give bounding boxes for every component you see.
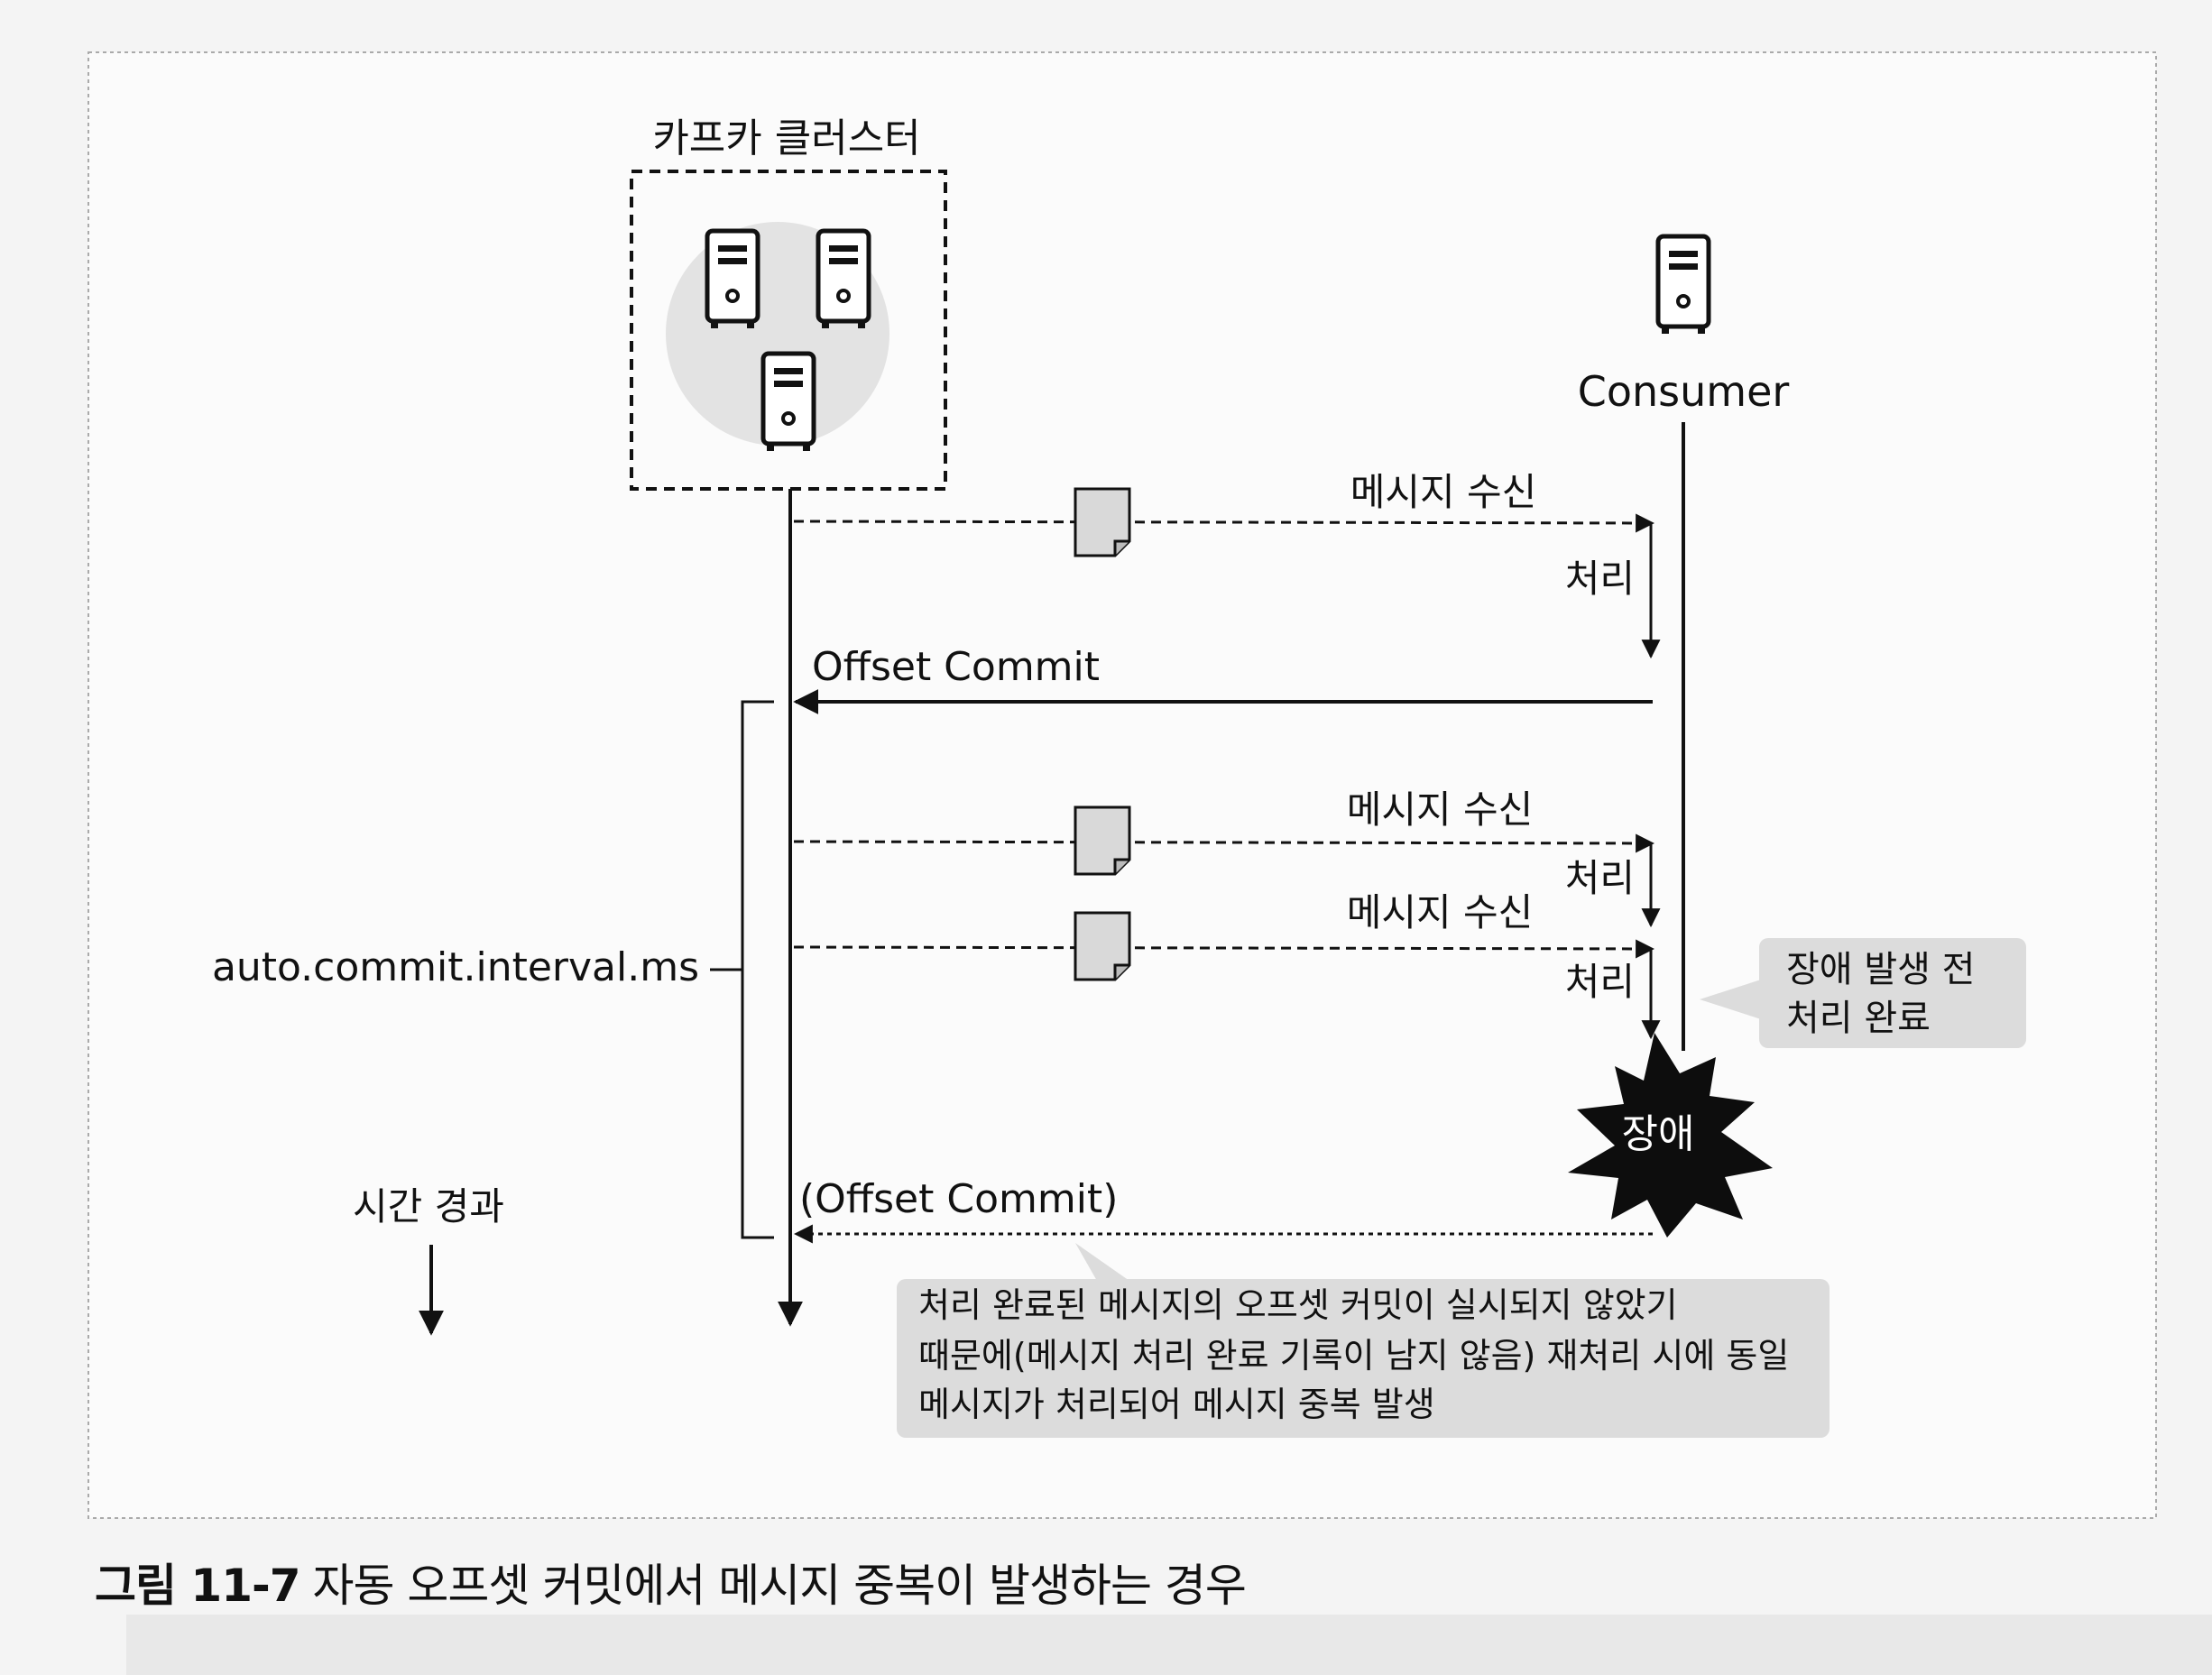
process-label: 처리 bbox=[1565, 856, 1635, 900]
figure-number: 그림 11-7 bbox=[95, 1560, 301, 1612]
offset-commit-label: Offset Commit bbox=[812, 644, 1100, 690]
cluster-box bbox=[630, 170, 947, 491]
process-label: 처리 bbox=[1565, 960, 1635, 1004]
figure-caption-text: 자동 오프셋 커밋에서 메시지 중복이 발생하는 경우 bbox=[312, 1560, 1247, 1612]
message-arrow bbox=[793, 513, 1655, 533]
svg-text:때문에(메시지 처리 완료 기록이 남지 않음) 재처리 시: 때문에(메시지 처리 완료 기록이 남지 않음) 재처리 시에 동일 bbox=[918, 1336, 1789, 1376]
message-label: 메시지 수신 bbox=[1347, 787, 1534, 832]
message-label: 메시지 수신 bbox=[1350, 470, 1537, 514]
time-label: 시간 경과 bbox=[353, 1184, 504, 1229]
broker-server-icon bbox=[818, 231, 869, 328]
message-arrow bbox=[793, 939, 1655, 959]
consumer-server-icon bbox=[1658, 236, 1709, 334]
message-document-icon bbox=[1074, 487, 1131, 557]
svg-text:장애 발생 전: 장애 발생 전 bbox=[1786, 949, 1975, 990]
cluster-label: 카프카 클러스터 bbox=[652, 115, 920, 161]
next-page-text-band bbox=[126, 1615, 2212, 1675]
callout-before-failure: 장애 발생 전 처리 완료 bbox=[1700, 938, 2026, 1048]
failure-label: 장애 bbox=[1622, 1111, 1695, 1157]
process-label: 처리 bbox=[1565, 557, 1635, 601]
failed-offset-commit-label: (Offset Commit) bbox=[799, 1176, 1118, 1222]
message-document-icon bbox=[1074, 805, 1131, 876]
message-document-icon bbox=[1074, 911, 1131, 981]
svg-text:처리 완료: 처리 완료 bbox=[1786, 998, 1931, 1039]
svg-text:처리 완료된 메시지의 오프셋 커밋이 실시되지 않았기: 처리 완료된 메시지의 오프셋 커밋이 실시되지 않았기 bbox=[918, 1285, 1678, 1325]
failure-burst-icon bbox=[1568, 1033, 1773, 1238]
message-label: 메시지 수신 bbox=[1347, 890, 1534, 934]
svg-text:메시지가 처리되어 메시지 중복 발생: 메시지가 처리되어 메시지 중복 발생 bbox=[918, 1385, 1435, 1424]
message-arrow bbox=[793, 833, 1655, 853]
broker-server-icon bbox=[707, 231, 758, 328]
consumer-label: Consumer bbox=[1578, 367, 1790, 416]
interval-label: auto.commit.interval.ms bbox=[212, 944, 699, 990]
broker-server-icon bbox=[763, 354, 814, 451]
callout-duplicate: 처리 완료된 메시지의 오프셋 커밋이 실시되지 않았기 때문에(메시지 처리 … bbox=[897, 1243, 1830, 1438]
